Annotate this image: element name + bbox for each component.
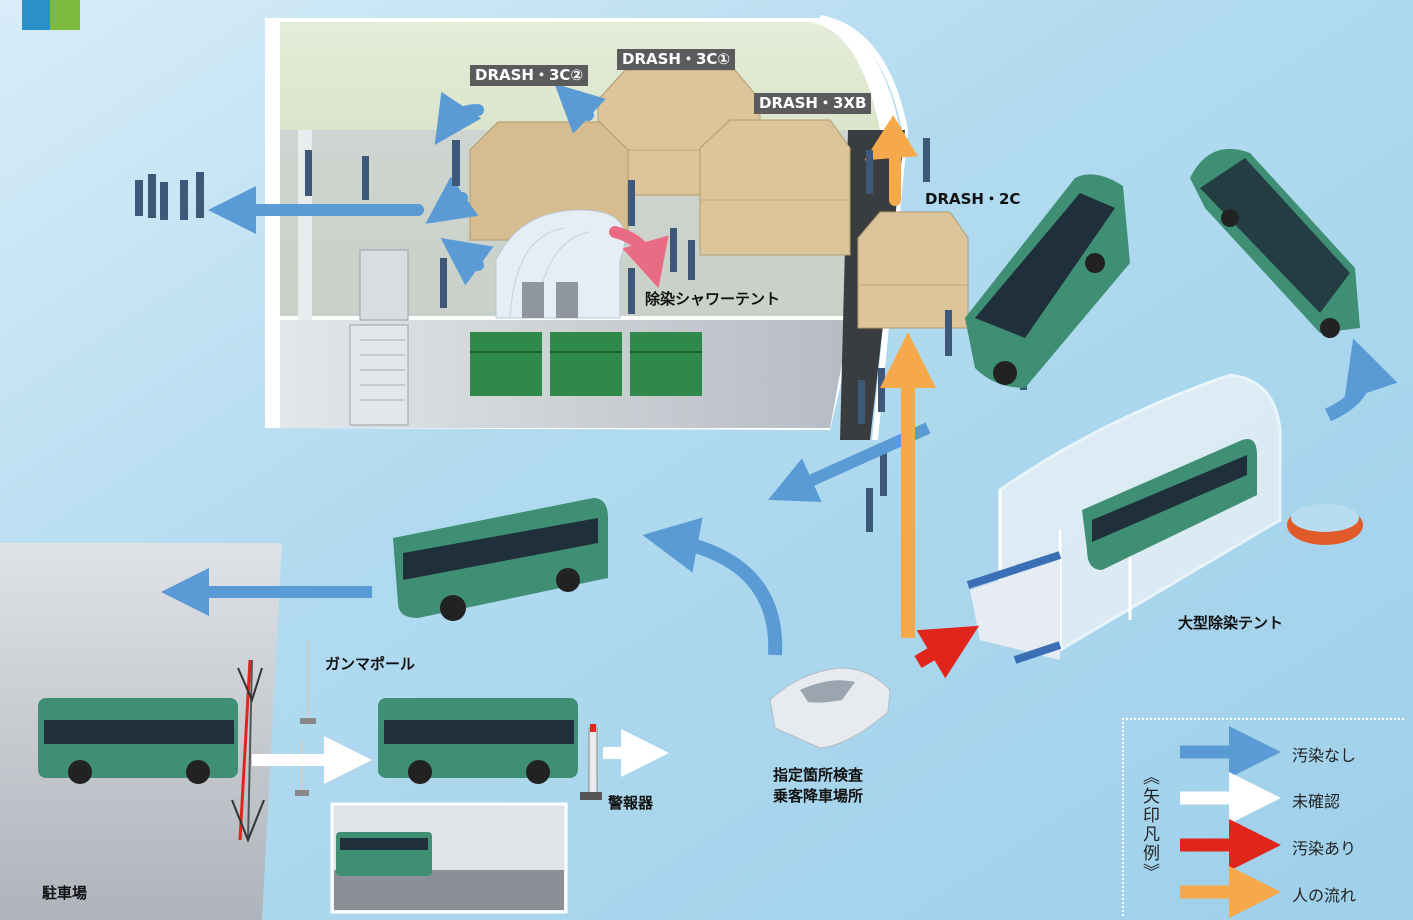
label-parking: 駐車場	[42, 884, 88, 902]
bus-gamma	[378, 698, 578, 784]
bus-upper-right	[1190, 148, 1360, 338]
corner-mark-green	[50, 0, 80, 30]
inspection-car	[769, 667, 891, 749]
shipping-containers	[349, 249, 409, 426]
arrow-contaminated	[914, 625, 980, 679]
legend-box	[1122, 718, 1404, 916]
building-flow-arrows	[208, 83, 918, 289]
legend-label-people-flow: 人の流れ	[1292, 886, 1357, 905]
label-drash-3c1: DRASH・3C①	[617, 49, 736, 70]
main-flow-arrows	[161, 332, 1398, 784]
drash-tent-2c	[857, 211, 969, 329]
legend-title: 《矢印凡例》	[1139, 768, 1159, 882]
arrow-exit-tent	[1324, 338, 1398, 422]
label-large-tent: 大型除染テント	[1178, 614, 1284, 632]
shower-tent	[495, 209, 626, 319]
inset-photo	[330, 802, 568, 914]
bus-middle	[393, 498, 608, 621]
label-gamma-pole: ガンマポール	[325, 655, 416, 673]
legend-label-no-contamination: 汚染なし	[1292, 746, 1357, 765]
label-inspection-line2: 乗客降車場所	[773, 787, 864, 805]
alarm-device	[580, 724, 602, 800]
bus-drash	[965, 174, 1130, 388]
bus-parking	[38, 698, 238, 784]
label-drash-3xb: DRASH・3XB	[754, 93, 872, 114]
label-drash-2c: DRASH・2C	[925, 190, 1021, 208]
legend-arrows	[1180, 726, 1281, 918]
label-inspection: 指定箇所検査 乗客降車場所	[773, 764, 863, 806]
label-drash-3c2: DRASH・3C②	[470, 65, 589, 86]
corner-mark-blue	[22, 0, 50, 30]
label-inspection-line1: 指定箇所検査	[773, 766, 864, 784]
water-tanks	[470, 332, 702, 396]
legend-label-contaminated: 汚染あり	[1292, 839, 1357, 858]
arrow-curve-to-bus	[642, 517, 783, 656]
drash-tent-3xb	[699, 119, 851, 256]
large-decon-tent	[966, 373, 1363, 664]
label-shower-tent: 除染シャワーテント	[645, 290, 781, 308]
gamma-pole-gate	[231, 659, 265, 843]
legend-label-unconfirmed: 未確認	[1292, 792, 1341, 811]
label-alarm: 警報器	[608, 794, 654, 812]
